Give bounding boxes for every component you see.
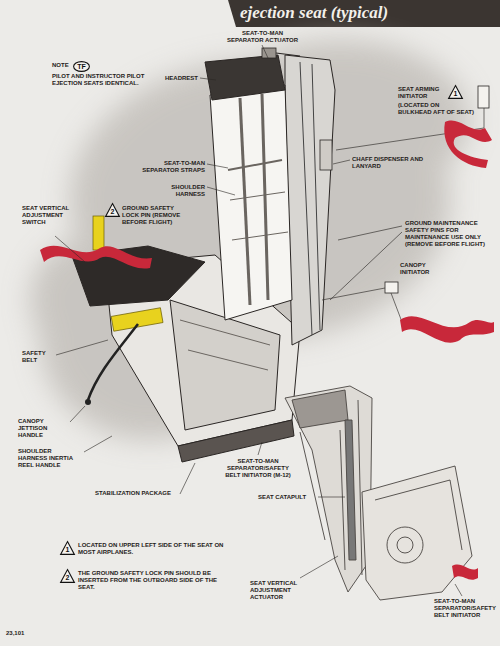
part-label: SHOULDER HARNESS INERTIA REEL HANDLE [18, 448, 82, 469]
part-label: GROUND MAINTENANCE SAFETY PINS FOR MAINT… [405, 220, 493, 248]
callout-triangle: 2 [60, 569, 75, 583]
note-heading: NOTE [52, 62, 72, 69]
part-label: GROUND SAFETY LOCK PIN (REMOVE BEFORE FL… [122, 205, 192, 226]
part-label: SEAT-TO-MAN SEPARATOR STRAPS [140, 160, 205, 174]
part-label: SEAT VERTICAL ADJUSTMENT ACTUATOR [250, 580, 312, 601]
note-text: PILOT AND INSTRUCTOR PILOT EJECTION SEAT… [52, 73, 162, 87]
footnote-text: THE GROUND SAFETY LOCK PIN SHOULD BE INS… [78, 570, 228, 591]
callout-triangle: 1 [60, 541, 75, 555]
part-label: SEAT-TO-MAN SEPARATOR/SAFETY BELT INITIA… [220, 458, 296, 479]
note-symbol-text: TF [77, 63, 86, 71]
callout-number: 2 [111, 208, 115, 216]
part-label: SEAT ARMING INITIATOR [398, 86, 446, 100]
part-label: CHAFF DISPENSER AND LANYARD [352, 156, 432, 170]
callout-triangle: 1 [448, 85, 463, 99]
outline-shape [106, 204, 120, 217]
part-label: SEAT-TO-MAN SEPARATOR/SAFETY BELT INITIA… [434, 598, 492, 619]
part-label: CANOPY JETTISON HANDLE [18, 418, 68, 439]
part-label: (LOCATED ON BULKHEAD AFT OF SEAT) [398, 102, 474, 116]
page-code: 23,101 [6, 630, 46, 637]
callout-number: 2 [66, 574, 70, 582]
part-label: CANOPY INITIATOR [400, 262, 445, 276]
part-label: SAFETY BELT [22, 350, 54, 364]
note-symbol: TF [73, 61, 90, 72]
footnote-text: LOCATED ON UPPER LEFT SIDE OF THE SEAT O… [78, 542, 228, 556]
outline-shape [61, 542, 75, 555]
part-label: SEAT CATAPULT [258, 494, 316, 501]
page-title: ejection seat (typical) [240, 3, 388, 23]
callout-triangle: 2 [105, 203, 120, 217]
part-label: SEAT-TO-MAN SEPARATOR ACTUATOR [225, 30, 300, 44]
part-label: SHOULDER HARNESS [150, 184, 205, 198]
part-label: HEADREST [158, 75, 198, 82]
part-label: STABILIZATION PACKAGE [95, 490, 205, 497]
outline-shape [74, 62, 90, 72]
part-label: SEAT VERTICAL ADJUSTMENT SWITCH [22, 205, 80, 226]
outline-shape [449, 86, 463, 99]
outline-shape [61, 570, 75, 583]
callout-number: 1 [454, 90, 458, 98]
callout-number: 1 [66, 546, 70, 554]
